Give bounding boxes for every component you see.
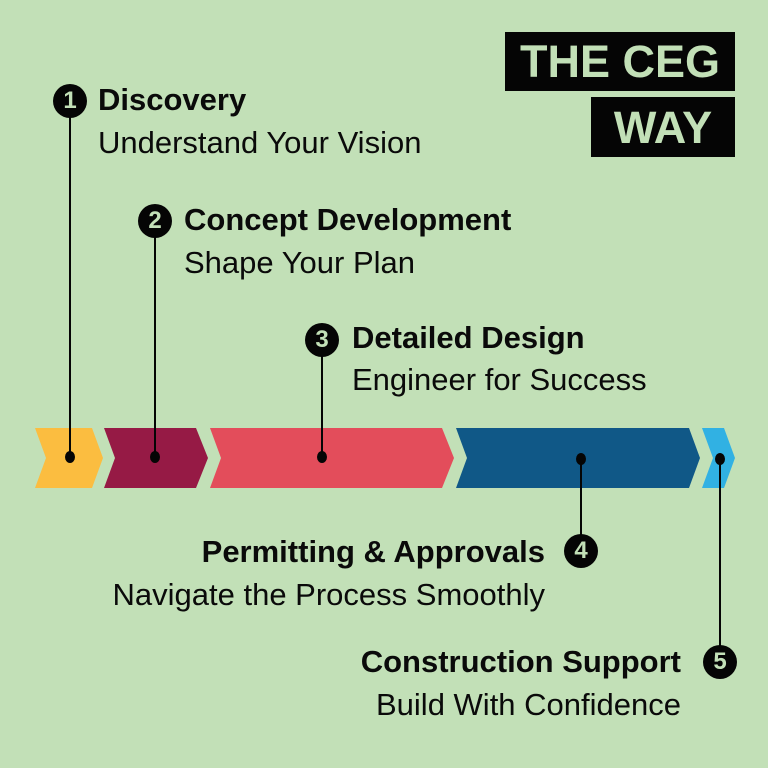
step-5-subtitle: Build With Confidence	[376, 687, 681, 722]
step-1-number-badge: 1	[53, 84, 87, 118]
step-4-number-badge: 4	[564, 534, 598, 568]
stage-3-chevron	[210, 428, 454, 488]
step-2-title: Concept Development	[184, 202, 512, 237]
stage-1-dot	[65, 451, 75, 463]
title-box-line2: WAY	[591, 97, 735, 157]
step-1-title: Discovery	[98, 82, 247, 117]
connector-lines	[69, 101, 721, 662]
title-line2: WAY	[613, 101, 713, 153]
step-3-number-badge: 3	[305, 323, 339, 357]
step-2-subtitle: Shape Your Plan	[184, 245, 415, 280]
stage-3-dot	[317, 451, 327, 463]
step-1-subtitle: Understand Your Vision	[98, 125, 422, 160]
step-4-title: Permitting & Approvals	[201, 534, 545, 569]
step-5-title: Construction Support	[360, 644, 681, 679]
step-2-number-badge: 2	[138, 204, 172, 238]
step-3-subtitle: Engineer for Success	[352, 362, 647, 397]
step-5-number-badge: 5	[703, 645, 737, 679]
title-box-line1: THE CEG	[505, 32, 735, 91]
step-3-title: Detailed Design	[352, 320, 585, 355]
stage-2-dot	[150, 451, 160, 463]
stage-5-dot	[715, 453, 725, 465]
step-4-subtitle: Navigate the Process Smoothly	[112, 577, 546, 612]
title-line1: THE CEG	[519, 36, 721, 87]
stage-4-dot	[576, 453, 586, 465]
